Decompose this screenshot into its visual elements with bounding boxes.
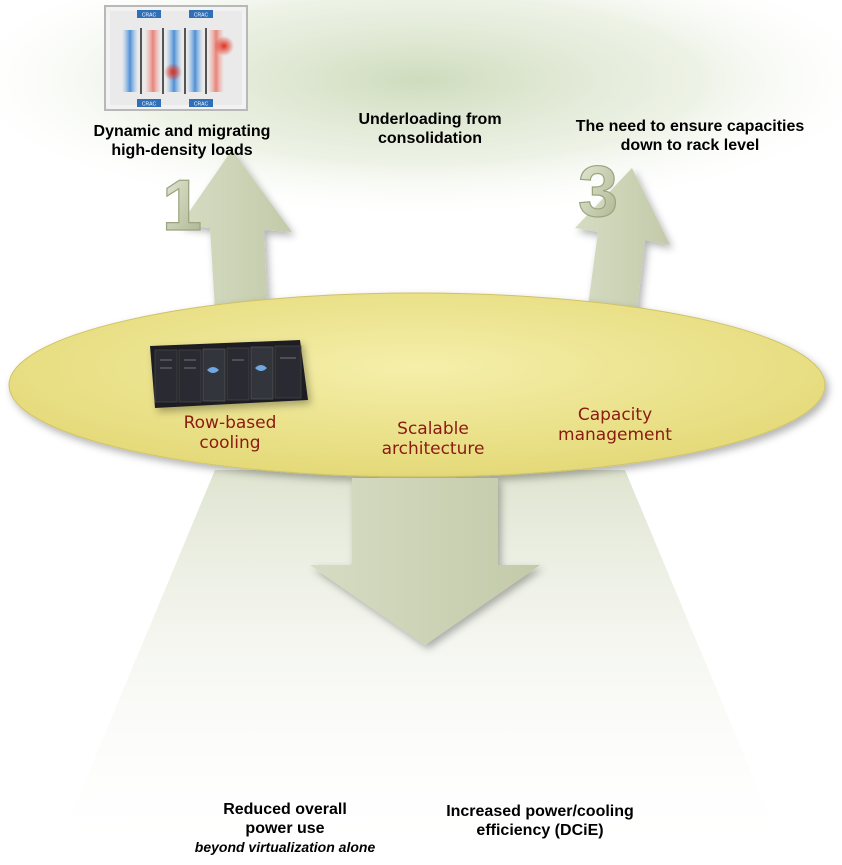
solution-capacity-management: Capacity management: [540, 405, 690, 445]
solution-scalable-line2: architecture: [381, 439, 485, 459]
problem-3-line1: The need to ensure capacities: [575, 118, 805, 135]
crac-label: CRAC: [142, 102, 157, 108]
solution-capacity-line1: Capacity: [577, 405, 653, 425]
problem-1-line1: Dynamic and migrating: [93, 123, 271, 140]
outcome-power-use: Reduced overall power use beyond virtual…: [190, 800, 380, 857]
solution-row-line1: Row-based: [183, 413, 277, 433]
outcome-power-line2: power use: [245, 820, 325, 837]
outcome-efficiency: Increased power/cooling efficiency (DCiE…: [420, 802, 660, 840]
problem-3-line2: down to rack level: [620, 137, 760, 154]
solution-row-line2: cooling: [199, 433, 261, 453]
crac-tag: [137, 10, 161, 18]
outcome-efficiency-line1: Increased power/cooling: [446, 803, 634, 820]
solution-capacity-line2: management: [558, 425, 672, 445]
crac-tag: [189, 10, 213, 18]
number-3: 3: [578, 152, 618, 232]
crac-tag: [137, 99, 161, 107]
problem-1-label: Dynamic and migrating high-density loads: [62, 122, 302, 160]
number-1: 1: [162, 166, 202, 246]
heatmap-thumbnail: CRAC CRAC CRAC CRAC: [104, 5, 248, 111]
solution-row-based-cooling: Row-based cooling: [160, 413, 300, 453]
problem-2-label: Underloading from consolidation: [325, 110, 535, 148]
crac-label: CRAC: [194, 102, 209, 108]
outcome-power-line1: Reduced overall: [223, 801, 347, 818]
server-racks-image: [150, 340, 308, 408]
crac-label: CRAC: [142, 13, 157, 19]
output-beam: [50, 470, 790, 865]
outcome-power-note: beyond virtualization alone: [194, 839, 376, 855]
problem-2-line2: consolidation: [378, 130, 482, 147]
outcome-efficiency-line2: efficiency (DCiE): [476, 822, 604, 839]
arrow-down: [310, 478, 540, 645]
crac-tag: [189, 99, 213, 107]
crac-label: CRAC: [194, 13, 209, 19]
solution-scalable-architecture: Scalable architecture: [358, 419, 508, 459]
solution-scalable-line1: Scalable: [397, 419, 469, 439]
platform-ellipse: [8, 292, 826, 478]
problem-2-line1: Underloading from: [358, 111, 502, 128]
problem-3-label: The need to ensure capacities down to ra…: [545, 117, 835, 155]
problem-1-line2: high-density loads: [111, 142, 253, 159]
